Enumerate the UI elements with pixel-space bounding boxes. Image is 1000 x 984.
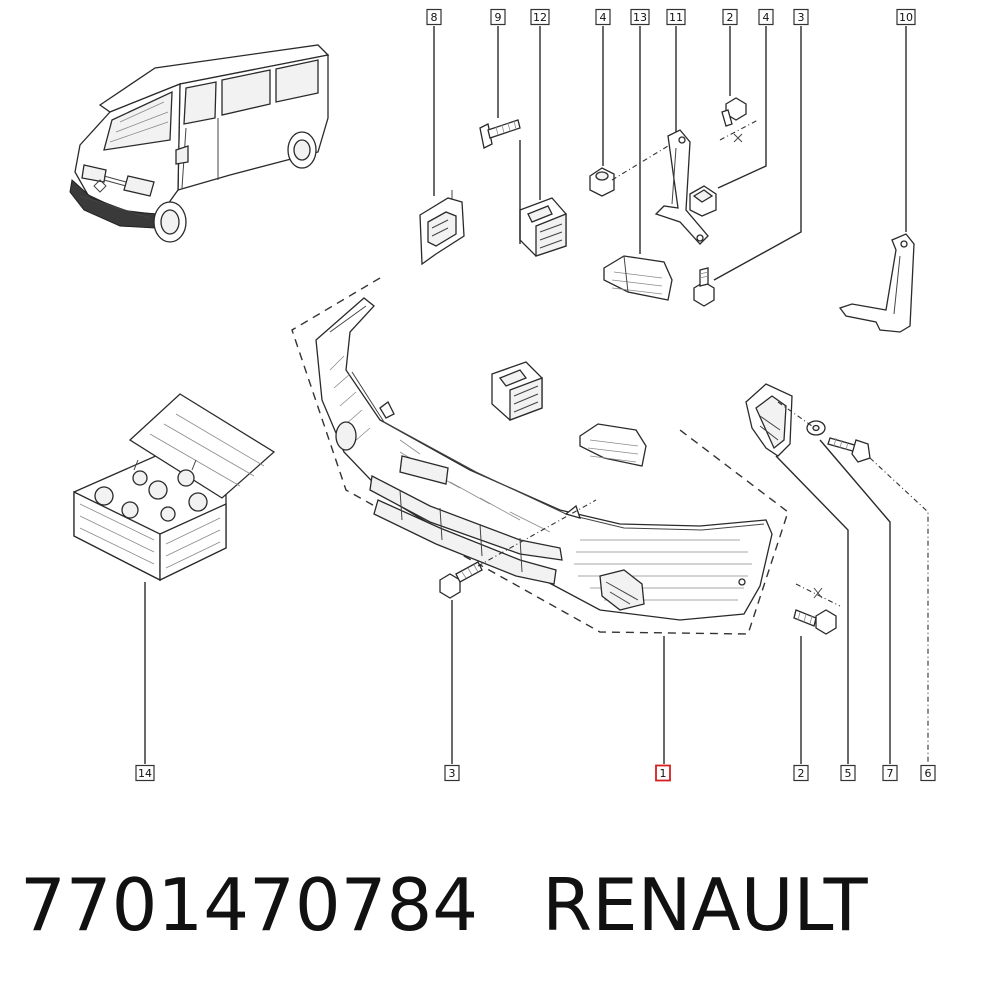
callout-2: 2 (793, 764, 809, 782)
part-2-screw-lower (793, 583, 841, 635)
part-7-washer (806, 420, 826, 436)
part-4-clip-nut (689, 185, 717, 217)
footer-caption: 7701470784 RENAULT (20, 860, 868, 950)
callout-3: 3 (793, 8, 809, 26)
van-illustration (69, 44, 330, 243)
callout-1: 1 (655, 764, 671, 782)
brand-name: RENAULT (542, 863, 868, 947)
dotted-axis-right (777, 401, 813, 427)
callout-number: 3 (449, 767, 456, 780)
part-3-screw-top (693, 267, 715, 307)
part-1-front-bumper (315, 297, 773, 621)
part-9-bolt (479, 119, 521, 149)
part-10-side-bracket (838, 233, 915, 333)
callout-13: 13 (630, 8, 650, 26)
callout-4: 4 (758, 8, 774, 26)
part-8-clip-bracket (419, 190, 465, 266)
callout-box (595, 8, 611, 26)
callout-box (840, 764, 856, 782)
callout-9: 9 (490, 8, 506, 26)
callout-box (530, 8, 550, 26)
callout-number: 6 (925, 767, 932, 780)
part-4-nut (589, 145, 669, 197)
vent-on-bumper (579, 423, 647, 467)
callout-box (793, 8, 809, 26)
part-13-vent (603, 255, 673, 301)
callout-box (630, 8, 650, 26)
callout-box (426, 8, 442, 26)
callout-number: 2 (727, 11, 734, 24)
callout-number: 10 (899, 11, 913, 24)
callout-10: 10 (896, 8, 916, 26)
callout-6: 6 (920, 764, 936, 782)
part-12-connector (519, 197, 567, 257)
callout-box (882, 764, 898, 782)
callout-box (896, 8, 916, 26)
callout-box (666, 8, 686, 26)
callout-number: 14 (138, 767, 152, 780)
part-14-fastener-kit-box (73, 393, 276, 582)
callout-box (793, 764, 809, 782)
part-11-bracket (654, 129, 709, 245)
callout-number: 4 (600, 11, 607, 24)
callout-number: 7 (887, 767, 894, 780)
callout-number: 12 (533, 11, 547, 24)
part-number: 7701470784 (20, 863, 479, 947)
part-5-side-bracket (745, 383, 793, 457)
callout-number: 3 (798, 11, 805, 24)
assembly-outline (291, 277, 789, 635)
callout-box (758, 8, 774, 26)
callout-2: 2 (722, 8, 738, 26)
callout-number: 4 (763, 11, 770, 24)
callout-number: 13 (633, 11, 647, 24)
connector-on-bumper (491, 361, 543, 421)
callout-3: 3 (444, 764, 460, 782)
callout-number: 2 (798, 767, 805, 780)
callout-7: 7 (882, 764, 898, 782)
leader-lines (144, 26, 929, 764)
callout-box (655, 764, 671, 782)
callout-number: 1 (660, 767, 667, 780)
callout-12: 12 (530, 8, 550, 26)
callout-4: 4 (595, 8, 611, 26)
callout-number: 9 (495, 11, 502, 24)
callout-number: 8 (431, 11, 438, 24)
callout-box (444, 764, 460, 782)
callout-5: 5 (840, 764, 856, 782)
callout-14: 14 (135, 764, 155, 782)
callout-number: 11 (669, 11, 683, 24)
part-6-bolt (827, 437, 871, 463)
callout-11: 11 (666, 8, 686, 26)
callout-box (920, 764, 936, 782)
callout-box (490, 8, 506, 26)
part-2-screw-top (719, 97, 759, 143)
callout-box (135, 764, 155, 782)
callout-number: 5 (845, 767, 852, 780)
callout-8: 8 (426, 8, 442, 26)
callout-box (722, 8, 738, 26)
part-3-screw-lower (439, 499, 597, 599)
